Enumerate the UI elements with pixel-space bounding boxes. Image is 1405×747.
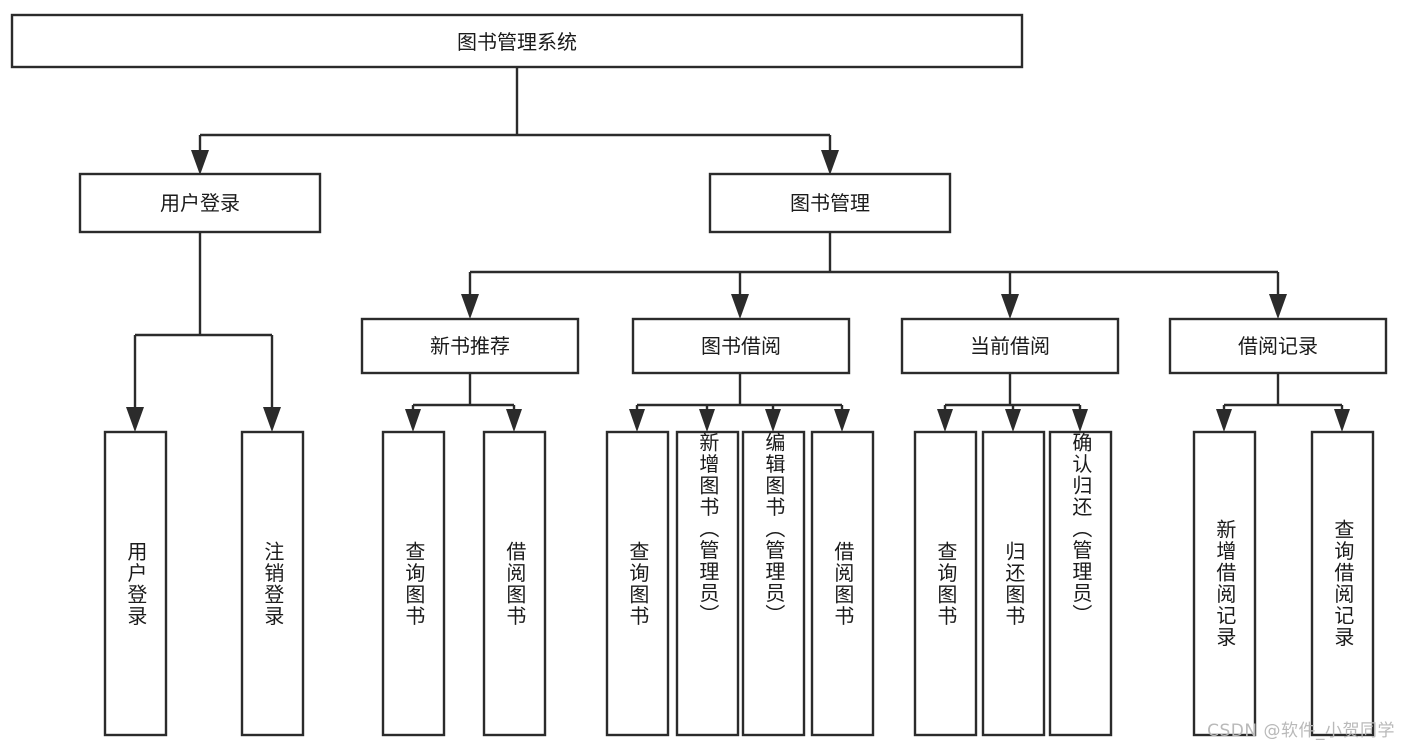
node-borrow-records-label: 借阅记录 [1238, 334, 1318, 358]
arrow-head-records-l1 [1216, 409, 1232, 432]
arrow-head-borrow-l1 [629, 409, 645, 432]
node-book-borrow-label: 图书借阅 [701, 334, 781, 358]
arrow-head-root-to-login [191, 150, 209, 175]
node-root-rect[interactable] [10, 13, 1024, 69]
node-book-borrow[interactable]: 图书借阅 [631, 317, 851, 375]
node-borrow-records[interactable]: 借阅记录 [1168, 317, 1388, 375]
node-book-management[interactable]: 图书管理 [708, 172, 952, 234]
node-current-borrow[interactable]: 当前借阅 [900, 317, 1120, 375]
arrow-head-root-to-bookmgmt [821, 150, 839, 175]
arrow-head-login-leaf1 [126, 407, 144, 432]
node-borrow-records-rect[interactable] [1168, 317, 1388, 375]
node-new-book-recommend-label: 新书推荐 [430, 334, 510, 358]
connector-group-records [1216, 373, 1350, 432]
connector-group-current [937, 373, 1088, 432]
node-new-book-recommend[interactable]: 新书推荐 [360, 317, 580, 375]
connector-group-borrow [629, 373, 850, 432]
leaf-rect-newbook-borrow[interactable] [482, 430, 547, 737]
node-new-book-recommend-rect[interactable] [360, 317, 580, 375]
leaf-rect-borrow-lend[interactable] [810, 430, 875, 737]
arrow-head-bookmgmt-c1 [461, 294, 479, 319]
arrow-head-current-l2 [1005, 409, 1021, 432]
leaf-rect-records-query[interactable] [1310, 430, 1375, 737]
node-user-login[interactable]: 用户登录 [78, 172, 322, 234]
arrow-head-newbook-l2 [506, 409, 522, 432]
arrow-head-borrow-l4 [834, 409, 850, 432]
node-root-label: 图书管理系统 [457, 30, 577, 54]
node-book-borrow-rect[interactable] [631, 317, 851, 375]
arrow-head-borrow-l3 [765, 409, 781, 432]
leaf-rect-newbook-query[interactable] [381, 430, 446, 737]
leaf-rect-user-login[interactable] [103, 430, 168, 737]
leaf-rect-logout[interactable] [240, 430, 305, 737]
arrow-head-bookmgmt-c2 [731, 294, 749, 319]
connector-group-user-login [126, 232, 281, 432]
leaf-rect-records-add[interactable] [1192, 430, 1257, 737]
arrow-head-current-l1 [937, 409, 953, 432]
node-current-borrow-rect[interactable] [900, 317, 1120, 375]
leaf-rect-borrow-add[interactable] [675, 430, 740, 737]
arrow-head-newbook-l1 [405, 409, 421, 432]
leaf-rect-borrow-edit[interactable] [741, 430, 806, 737]
arrow-head-records-l2 [1334, 409, 1350, 432]
leaf-rect-borrow-query[interactable] [605, 430, 670, 737]
node-user-login-label: 用户登录 [160, 191, 240, 215]
csdn-watermark: CSDN @软件_小贺同学 [1207, 721, 1395, 741]
node-current-borrow-label: 当前借阅 [970, 334, 1050, 358]
node-user-login-rect[interactable] [78, 172, 322, 234]
arrow-head-login-leaf2 [263, 407, 281, 432]
arrow-head-bookmgmt-c3 [1001, 294, 1019, 319]
node-book-management-label: 图书管理 [790, 191, 870, 215]
connector-group-root [191, 67, 839, 175]
leaf-rect-current-confirm[interactable] [1048, 430, 1113, 737]
leaf-rect-current-return[interactable] [981, 430, 1046, 737]
node-book-management-rect[interactable] [708, 172, 952, 234]
connector-group-book-mgmt [461, 232, 1287, 319]
arrow-head-borrow-l2 [699, 409, 715, 432]
arrow-head-current-l3 [1072, 409, 1088, 432]
leaf-rect-current-query[interactable] [913, 430, 978, 737]
node-root[interactable]: 图书管理系统 [10, 13, 1024, 69]
leaf-boxes [103, 430, 1375, 737]
connector-group-new-book [405, 373, 522, 432]
arrow-head-bookmgmt-c4 [1269, 294, 1287, 319]
